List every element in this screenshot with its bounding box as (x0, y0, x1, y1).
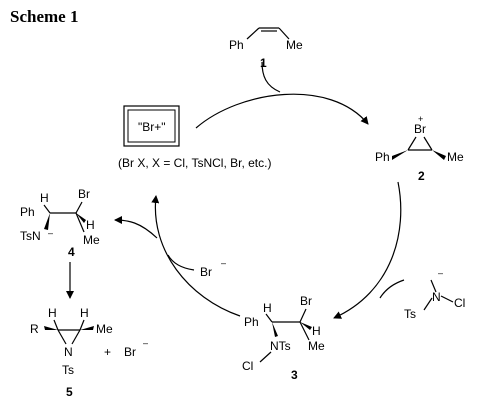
arc-right (333, 181, 402, 319)
c3-cl: Cl (242, 359, 253, 373)
c4-wedge (44, 213, 50, 230)
c2-me: Me (447, 150, 464, 164)
c5-plus: + (104, 345, 111, 359)
c5-br: Br (124, 345, 136, 359)
c5-me: Me (96, 322, 113, 336)
c4-bond (43, 204, 51, 214)
c4-wedge (76, 213, 86, 223)
reagent-description: (Br X, X = Cl, TsNCl, Br, etc.) (118, 156, 271, 170)
c1-ph: Ph (229, 38, 244, 52)
c1-bond (246, 27, 260, 40)
c4-h2: H (86, 218, 95, 232)
c5-h1: H (48, 306, 57, 320)
compound-5: H H R Me N Ts 5 + Br – (30, 306, 148, 399)
c3-bond (299, 308, 307, 323)
arc-top (195, 93, 369, 129)
bromide-ion: Br – (200, 258, 226, 279)
c2-wedge (392, 150, 408, 160)
c3-bond (299, 321, 310, 341)
c5-bond (79, 319, 85, 331)
tsncl-ts: Ts (404, 307, 416, 321)
arrow-to-4 (114, 216, 158, 239)
reagent-box: "Br+" (123, 105, 180, 147)
c3-br: Br (300, 294, 312, 308)
c4-ph: Ph (20, 205, 35, 219)
arc-join-1 (261, 61, 281, 93)
c2-plus: + (418, 114, 423, 124)
c4-h: H (40, 191, 49, 205)
c1-bond (278, 27, 290, 40)
compound-1: Ph Me 1 (229, 27, 303, 70)
c3-wedge (300, 322, 312, 330)
c2-wedge (432, 150, 446, 160)
bromide-minus: – (221, 258, 226, 268)
c5-br-minus: – (143, 338, 148, 348)
c1-number: 1 (260, 56, 267, 70)
c4-tsn: TsN (20, 229, 41, 243)
c4-bond (75, 201, 83, 214)
arc-join-reagent (379, 279, 405, 299)
c5-ts: Ts (62, 363, 74, 377)
c3-ph: Ph (244, 315, 259, 329)
tsncl-bond (423, 297, 433, 311)
tsncl-cl: Cl (454, 296, 465, 310)
compound-4: H Br Ph H Me TsN – 4 (20, 187, 100, 259)
c3-number: 3 (291, 368, 298, 382)
c5-wedge (44, 326, 58, 330)
c4-minus: – (48, 228, 53, 238)
reagent-label: "Br+" (138, 120, 166, 134)
tsncl-bond (430, 279, 437, 293)
c3-bond (265, 313, 273, 323)
c2-ph: Ph (375, 150, 390, 164)
c4-bond (75, 212, 85, 233)
compound-3: H Ph Br H Me NTs Cl 3 (242, 294, 325, 382)
c5-wedge (80, 326, 94, 330)
c1-me: Me (286, 38, 303, 52)
scheme-title: Scheme 1 (10, 7, 78, 26)
c3-me: Me (308, 339, 325, 353)
arc-join-bromide (167, 254, 195, 271)
c3-h1: H (263, 301, 272, 315)
c2-ring-bond (407, 136, 417, 151)
tsncl-n: N (432, 290, 441, 304)
c4-number: 4 (68, 245, 75, 259)
tsncl-bond (440, 295, 454, 303)
c5-number: 5 (66, 385, 73, 399)
c5-r: R (30, 322, 39, 336)
arc-bottom-left (151, 195, 241, 317)
c3-wedge (272, 322, 278, 337)
c2-number: 2 (418, 169, 425, 183)
tsncl-minus: – (438, 268, 443, 278)
compound-2: + Br Ph Me 2 (375, 114, 464, 183)
c2-br: Br (414, 122, 426, 136)
c5-n: N (64, 345, 73, 359)
c4-me: Me (83, 233, 100, 247)
tsncl-reagent: – N Cl Ts (404, 268, 465, 321)
c3-nts: NTs (270, 339, 291, 353)
c5-cn-bond (71, 329, 81, 345)
c4-br: Br (78, 187, 90, 201)
bromide-br: Br (200, 265, 212, 279)
c5-h2: H (80, 306, 89, 320)
c5-bond (53, 319, 59, 331)
c5-cn-bond (57, 329, 67, 345)
c3-h2: H (312, 324, 321, 338)
c2-ring-bond (423, 136, 433, 151)
c3-bond (259, 351, 272, 363)
